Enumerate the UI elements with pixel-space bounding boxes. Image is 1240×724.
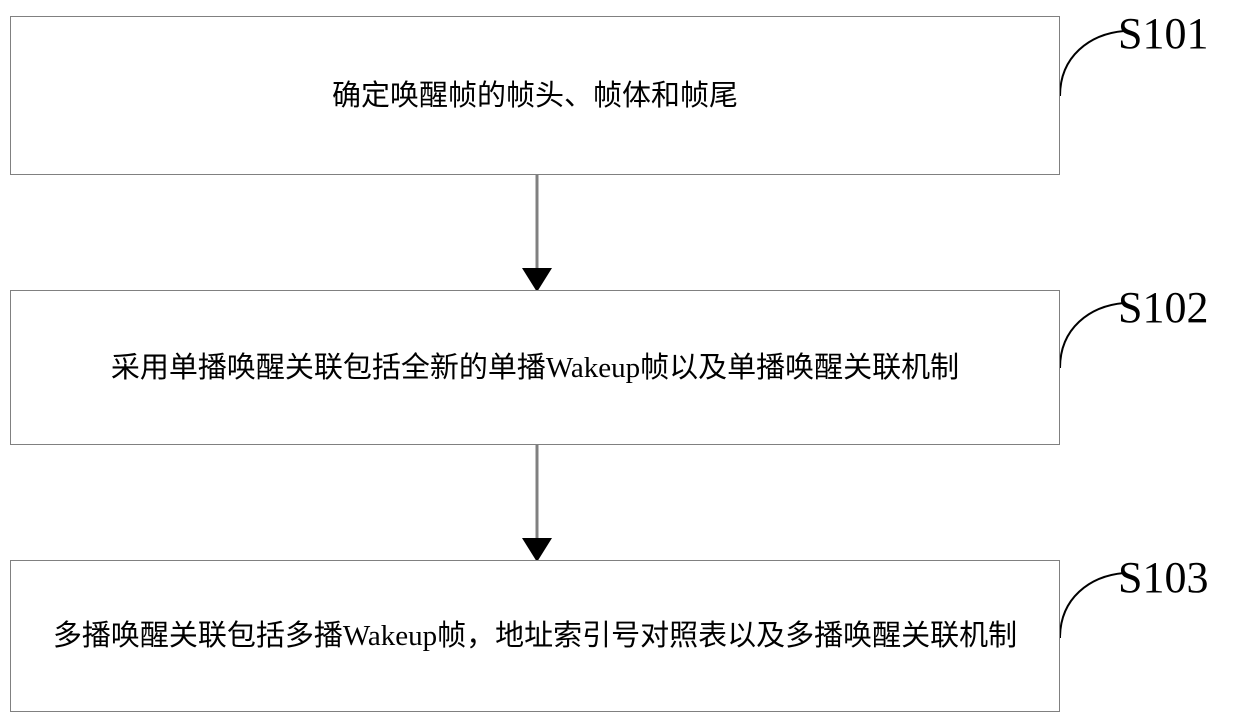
flow-step-box-s102: 采用单播唤醒关联包括全新的单播Wakeup帧以及单播唤醒关联机制 [10, 290, 1060, 445]
flow-step-text-s103: 多播唤醒关联包括多播Wakeup帧，地址索引号对照表以及多播唤醒关联机制 [52, 620, 1018, 652]
arrowhead-icon [522, 268, 552, 292]
flow-step-text-s102: 采用单播唤醒关联包括全新的单播Wakeup帧以及单播唤醒关联机制 [110, 351, 960, 384]
step-label-s102: S102 [1118, 283, 1209, 332]
flow-step-text-s101: 确定唤醒帧的帧头、帧体和帧尾 [331, 79, 738, 112]
leader-line-s101 [1059, 30, 1125, 97]
connector-s102-to-s103 [522, 445, 552, 562]
step-label-s103: S103 [1118, 553, 1209, 602]
arrowhead-icon [522, 538, 552, 562]
step-label-s101: S101 [1118, 9, 1209, 58]
flow-step-box-s103: 多播唤醒关联包括多播Wakeup帧，地址索引号对照表以及多播唤醒关联机制 [10, 560, 1060, 712]
leader-line-s103 [1059, 572, 1125, 639]
connector-s101-to-s102 [522, 175, 552, 292]
flow-step-box-s101: 确定唤醒帧的帧头、帧体和帧尾 [10, 16, 1060, 175]
leader-line-s102 [1059, 302, 1125, 369]
